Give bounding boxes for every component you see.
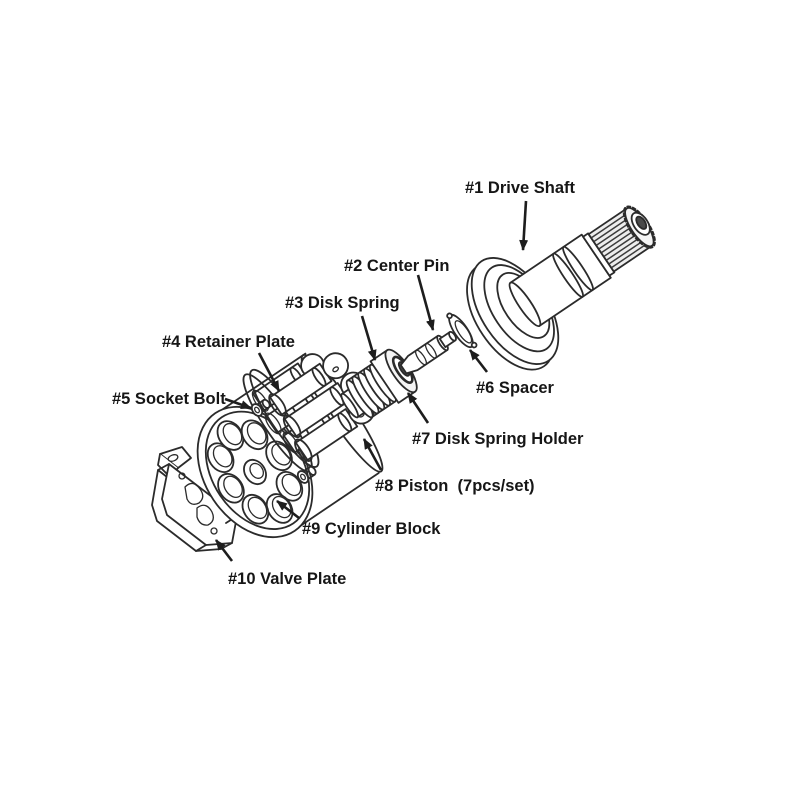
label-cylinder-block: #9 Cylinder Block (302, 520, 441, 538)
label-drive-shaft: #1 Drive Shaft (465, 179, 576, 197)
arrow-socket-bolt (224, 397, 252, 410)
label-spacer: #6 Spacer (476, 379, 555, 397)
label-disk-spring: #3 Disk Spring (285, 294, 400, 312)
label-disk-spring-holder: #7 Disk Spring Holder (412, 430, 584, 448)
drive-shaft-spline (587, 205, 656, 273)
label-valve-plate: #10 Valve Plate (228, 570, 346, 588)
label-retainer-plate: #4 Retainer Plate (162, 333, 295, 351)
arrow-cylinder-block (276, 499, 300, 520)
arrow-valve-plate (214, 539, 234, 562)
piston-ball (322, 352, 349, 380)
arrow-disk-spring (360, 315, 377, 361)
drive-shaft-part (466, 205, 656, 371)
piston-front-row (268, 352, 375, 462)
spacer-part (446, 312, 478, 349)
valve-plate-kidney-slot (196, 504, 214, 526)
arrow-center-pin (416, 274, 435, 331)
arrow-disk-spring-holder (406, 392, 430, 424)
label-socket-bolt: #5 Socket Bolt (112, 390, 226, 408)
arrow-piston (362, 438, 383, 471)
arrow-retainer-plate (257, 352, 281, 392)
label-center-pin: #2 Center Pin (344, 257, 449, 275)
socket-bolt-part (296, 465, 317, 484)
arrow-drive-shaft (519, 200, 529, 251)
label-piston: #8 Piston (7pcs/set) (375, 477, 535, 495)
valve-plate-kidney-slot (184, 482, 204, 505)
callouts: #1 Drive Shaft #2 Center Pin #3 Disk Spr… (112, 179, 584, 588)
center-pin-part (399, 330, 457, 375)
arrow-spacer (468, 349, 489, 373)
disk-spring-part (340, 363, 397, 419)
socket-bolt-part (250, 398, 271, 417)
